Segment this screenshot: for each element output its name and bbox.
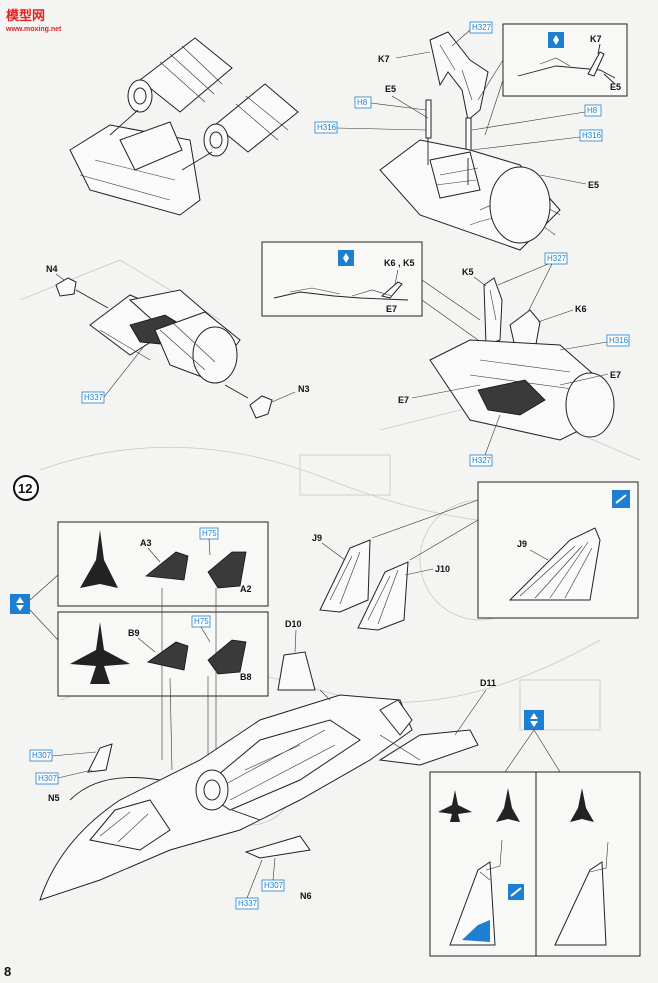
tail-fins-k7-e5: [379, 31, 561, 251]
svg-text:H75: H75: [194, 617, 209, 626]
svg-text:K5: K5: [462, 267, 474, 277]
svg-text:H337: H337: [238, 899, 258, 908]
page-number: 8: [4, 964, 11, 978]
svg-text:H307: H307: [264, 881, 284, 890]
svg-text:E7: E7: [398, 395, 409, 405]
svg-text:H75: H75: [202, 529, 217, 538]
svg-text:J9: J9: [517, 539, 527, 549]
variant-box-a: A3 A2 H75: [57, 521, 269, 607]
svg-text:H8: H8: [587, 106, 598, 115]
paint-ref-h8-left: H8: [354, 96, 427, 111]
aircraft-silhouette-icon: [70, 622, 130, 684]
variant-inset-bottom: [429, 710, 641, 957]
svg-text:B9: B9: [128, 628, 140, 638]
site-watermark: 模型网 www.moxing.net: [5, 8, 62, 33]
k7-detail-inset: K7 E5: [502, 23, 628, 97]
svg-text:A2: A2: [240, 584, 252, 594]
svg-text:E5: E5: [385, 84, 396, 94]
paint-ref-h337-mid: H337: [81, 344, 146, 404]
svg-text:N4: N4: [46, 264, 58, 274]
svg-text:H307: H307: [32, 751, 52, 760]
j9-detail-inset: J9: [477, 481, 639, 619]
svg-text:H316: H316: [609, 336, 629, 345]
nozzle-assembly-n4-n3: [55, 277, 296, 419]
aircraft-silhouette-icon: [496, 788, 520, 822]
svg-text:12: 12: [18, 481, 32, 496]
step-number-badge: 12: [13, 475, 39, 501]
svg-text:A3: A3: [140, 538, 152, 548]
watermark-url: www.moxing.net: [5, 26, 62, 33]
part-n5: H307 H307 N5: [29, 743, 113, 803]
svg-text:K6: K6: [575, 304, 587, 314]
svg-text:J9: J9: [312, 533, 322, 543]
tail-fins-k5-k6: [429, 277, 615, 441]
paint-ref-h316-right: H316: [471, 129, 603, 151]
svg-text:N5: N5: [48, 793, 60, 803]
svg-text:H316: H316: [582, 131, 602, 140]
svg-text:D11: D11: [480, 678, 496, 688]
variant-box-b: B9 B8 H75: [57, 611, 269, 697]
aircraft-silhouette-icon: [438, 790, 472, 822]
svg-text:H327: H327: [472, 23, 492, 32]
svg-text:H327: H327: [547, 254, 567, 263]
watermark-title: 模型网: [6, 8, 45, 23]
aircraft-silhouette-icon: [80, 530, 118, 588]
nozzle-assembly-left: [69, 37, 299, 216]
svg-text:E5: E5: [610, 82, 621, 92]
paint-ref-h8-right: H8: [471, 104, 602, 131]
svg-text:K6 , K5: K6 , K5: [384, 258, 415, 268]
svg-text:N3: N3: [298, 384, 310, 394]
option-icon: [524, 710, 544, 730]
k5-k6-detail-inset: K6 , K5 E7: [261, 241, 423, 317]
svg-text:H327: H327: [472, 456, 492, 465]
aircraft-silhouette-icon: [570, 788, 594, 822]
svg-text:H337: H337: [84, 393, 104, 402]
option-icon: [10, 574, 59, 641]
svg-text:K7: K7: [378, 54, 390, 64]
part-n6: H307 H337 N6: [231, 809, 312, 910]
paint-ref-h316-left: H316: [314, 121, 427, 134]
svg-text:J10: J10: [435, 564, 450, 574]
svg-text:K7: K7: [590, 34, 602, 44]
svg-text:H316: H316: [317, 123, 337, 132]
paint-ref-h327-low: H327: [469, 414, 501, 467]
svg-text:E7: E7: [386, 304, 397, 314]
vertical-fins-j9-j10: [277, 539, 409, 691]
svg-text:E7: E7: [610, 370, 621, 380]
svg-text:D10: D10: [285, 619, 302, 629]
paint-ref-h316-mid: H316: [559, 334, 630, 351]
paint-ref-h327-top: H327: [451, 21, 493, 47]
svg-text:E5: E5: [588, 180, 599, 190]
svg-text:N6: N6: [300, 891, 312, 901]
svg-text:H8: H8: [357, 98, 368, 107]
fuselage-main: [39, 689, 479, 901]
svg-text:H307: H307: [38, 774, 58, 783]
paint-ref-h327-mid: H327: [497, 252, 568, 313]
svg-text:B8: B8: [240, 672, 252, 682]
